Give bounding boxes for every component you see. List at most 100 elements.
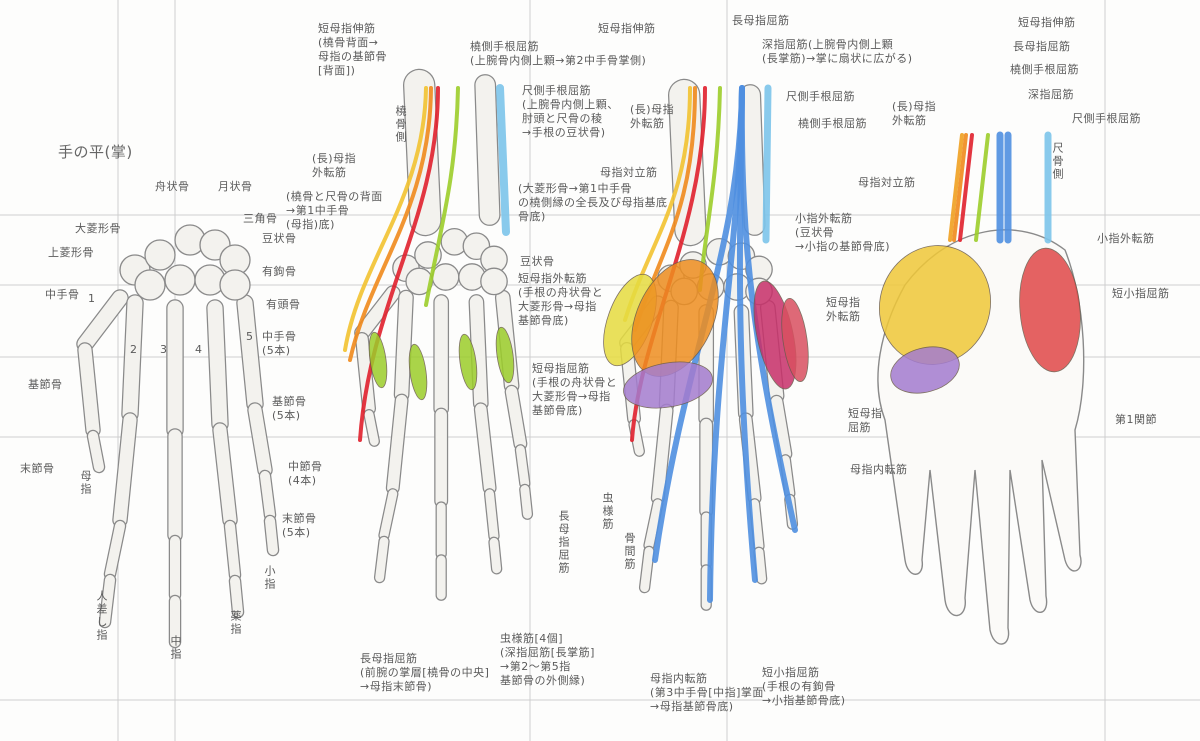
- bone: [770, 396, 792, 460]
- bone: [237, 295, 263, 412]
- label-h3-fdm: 短小指屈筋 (手根の有鉤骨 →小指基節骨底): [762, 666, 846, 707]
- label-index-finger: 人差し指: [95, 590, 108, 642]
- label-h4-fpb: 短母指 屈筋: [848, 407, 883, 434]
- bone: [740, 85, 765, 235]
- label-h2-fpl: 長母指屈筋 (前腕の掌層[橈骨の中央] →母指末節骨): [360, 652, 490, 693]
- bone: [225, 521, 240, 580]
- label-h2-epb: 短母指伸筋 (橈骨背面→ 母指の基節骨 [背面]): [318, 22, 387, 77]
- label-h2-apl-detail: (橈骨と尺骨の背面 →第1中手骨 (母指)底): [286, 190, 383, 231]
- label-pisiform: 豆状骨: [262, 232, 297, 245]
- sheet-title: 手の平(掌): [58, 143, 133, 161]
- lumbrical-muscle: [458, 333, 478, 391]
- label-digit-4: 4: [195, 343, 203, 356]
- wrist-tendon: [958, 133, 974, 242]
- label-h3-opponens-detail: (大菱形骨→第1中手骨 の橈側縁の全長及び母指基底 骨底): [518, 182, 668, 223]
- label-h4-fdp: 深指屈筋: [1028, 88, 1074, 101]
- wrist-tendon: [974, 133, 990, 242]
- label-h4-opponens: 母指対立筋: [858, 176, 916, 189]
- carpal-bone: [219, 269, 251, 301]
- bone: [248, 403, 272, 477]
- bone: [781, 455, 795, 498]
- label-distal-phalanx: 末節骨: [20, 462, 55, 475]
- label-trapezium: 大菱形骨: [75, 222, 121, 235]
- label-h3-fpl-vertical: 長母指屈筋: [557, 510, 570, 575]
- bone: [395, 291, 413, 402]
- label-h3-epb: 短母指伸筋: [598, 22, 656, 35]
- label-h2-fcu: 尺側手根屈筋 (上腕骨内側上顆、 肘頭と尺骨の稜 →手根の豆状骨): [522, 84, 619, 139]
- label-h3-interossei-vertical: 骨間筋: [623, 532, 636, 571]
- muscle-flexor-digiti-minimi: [781, 297, 809, 383]
- label-h3-fpl: 長母指屈筋: [732, 14, 790, 27]
- label-h3-fdp: 深指屈筋(上腕骨内側上顆 (長掌筋)→掌に扇状に広がる): [762, 38, 913, 65]
- label-h4-ulnar-side: 尺骨側: [1051, 142, 1064, 181]
- label-hamate: 有鉤骨: [262, 265, 297, 278]
- bone: [78, 343, 100, 437]
- label-digit-3: 3: [160, 343, 168, 356]
- label-capitate: 有頭骨: [266, 298, 301, 311]
- bone: [485, 489, 499, 541]
- wrist-tendon: [952, 133, 968, 242]
- bone: [475, 75, 500, 225]
- label-h2-pisiform: 豆状骨: [520, 255, 555, 268]
- label-h4-apb: 短母指 外転筋: [826, 296, 861, 323]
- tendon-fcu: [762, 84, 772, 244]
- label-proximal-phalanx-5: 基節骨 (5本): [272, 395, 307, 422]
- label-h3-apl: (長)母指 外転筋: [630, 103, 675, 130]
- carpal-bone: [480, 267, 508, 296]
- bone: [364, 410, 379, 446]
- tendon-fdp: [738, 85, 798, 533]
- label-h2-fcr: 橈側手根屈筋 (上腕骨内側上顆→第2中手骨掌側): [470, 40, 647, 67]
- bone: [105, 521, 125, 579]
- bone: [516, 445, 530, 488]
- bone: [113, 413, 137, 527]
- label-digit-2: 2: [130, 343, 138, 356]
- carpal-bone: [144, 239, 176, 271]
- bone: [469, 295, 488, 410]
- bone: [122, 295, 143, 422]
- label-h4-fcr: 橈側手根屈筋: [1010, 63, 1079, 76]
- muscle-adductor-pollicis: [623, 361, 713, 409]
- bone: [387, 394, 408, 494]
- label-h3-lumbrical-vertical: 虫様筋: [601, 492, 614, 531]
- tendon-apl: [343, 86, 428, 352]
- tendon-fcr: [424, 86, 460, 307]
- bone: [475, 403, 496, 494]
- label-h3-fcu: 尺側手根屈筋: [786, 90, 855, 103]
- bone: [88, 431, 104, 472]
- label-h3-fcr: 橈側手根屈筋: [798, 117, 867, 130]
- label-metacarpal-5: 中手骨 (5本): [262, 330, 297, 357]
- carpal-bone: [164, 264, 196, 296]
- label-h2-apl: (長)母指 外転筋: [312, 152, 357, 179]
- bone: [355, 286, 400, 340]
- lumbrical-muscle: [368, 331, 388, 389]
- label-h3-adductor: 母指内転筋 (第3中手骨[中指]掌面 →母指基節骨底): [650, 672, 764, 713]
- label-distal-phalanx-5: 末節骨 (5本): [282, 512, 317, 539]
- bone: [77, 290, 128, 352]
- tendon-fcu: [496, 84, 510, 236]
- bone: [652, 404, 673, 504]
- bone: [640, 546, 654, 592]
- bone: [750, 499, 764, 551]
- bone: [489, 537, 502, 574]
- label-ring-finger: 薬指: [229, 610, 242, 636]
- label-h4-apl: (長)母指 外転筋: [892, 100, 937, 127]
- label-middle-phalanx-4: 中節骨 (4本): [288, 460, 323, 487]
- bone: [100, 575, 115, 627]
- label-proximal-phalanx: 基節骨: [28, 378, 63, 391]
- bone: [213, 423, 237, 527]
- label-digit-1: 1: [88, 292, 96, 305]
- label-h4-fpl: 長母指屈筋: [1013, 40, 1071, 53]
- tendon-fpl: [358, 86, 440, 442]
- bone: [356, 333, 375, 415]
- label-trapezoid: 上菱形骨: [48, 246, 94, 259]
- bone: [230, 576, 243, 617]
- carpal-bone: [431, 263, 460, 291]
- label-lunate: 月状骨: [218, 180, 253, 193]
- muscle-hypothenar: [1019, 247, 1081, 373]
- lumbrical-muscle: [495, 326, 515, 384]
- label-h3-apb: 短母指外転筋 (手根の舟状骨と 大菱形骨→母指 基節骨底): [518, 272, 604, 327]
- label-metacarpal: 中手骨: [45, 288, 80, 301]
- label-h4-fcu: 尺側手根屈筋: [1072, 112, 1141, 125]
- bone: [207, 300, 228, 432]
